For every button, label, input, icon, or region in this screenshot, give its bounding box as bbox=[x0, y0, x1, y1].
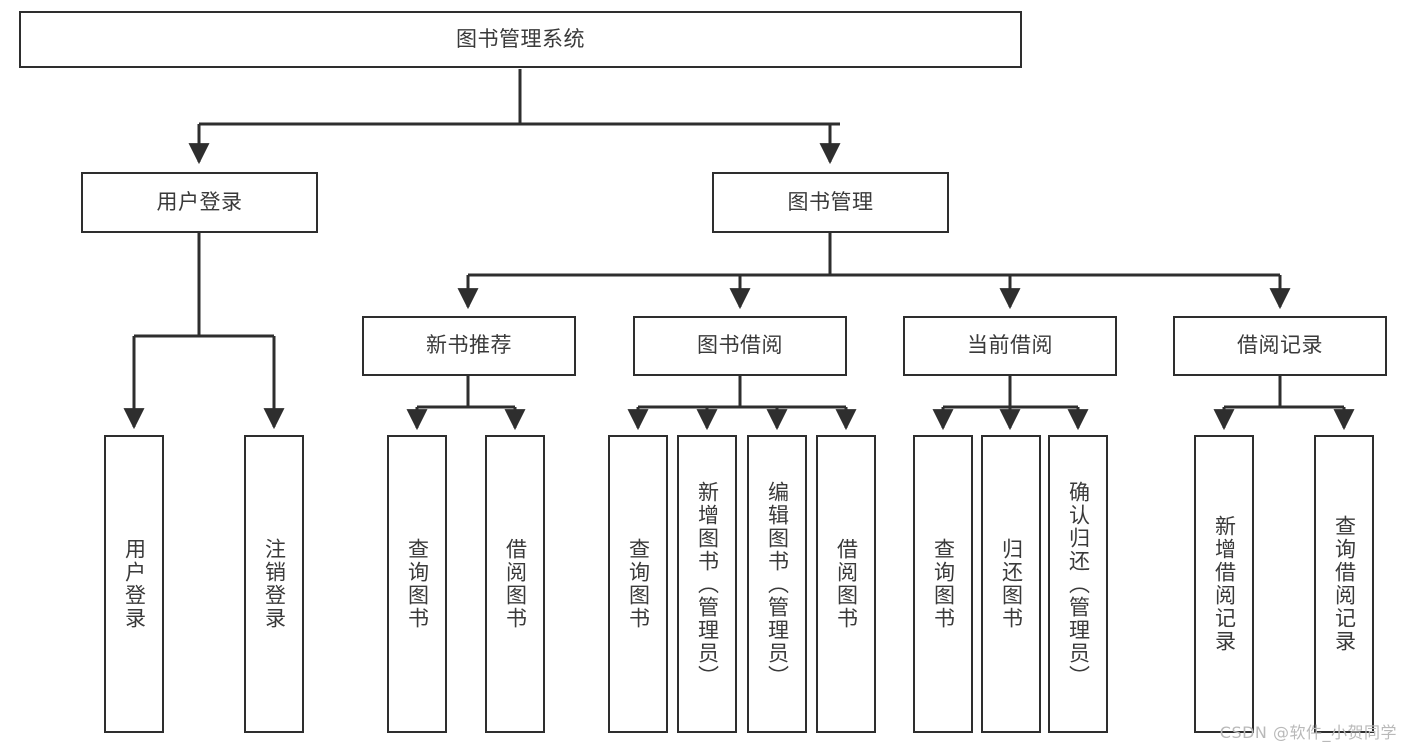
node-book-management[interactable]: 图书管理 bbox=[712, 172, 949, 233]
leaf-label: 注销登录 bbox=[262, 538, 287, 630]
leaf-label: 确认归还（管理员） bbox=[1066, 480, 1091, 688]
leaf-book-borrow-borrow[interactable]: 借阅图书 bbox=[816, 435, 876, 733]
node-user-login-label: 用户登录 bbox=[156, 189, 243, 214]
leaf-book-borrow-edit[interactable]: 编辑图书（管理员） bbox=[747, 435, 807, 733]
leaf-borrow-record-query[interactable]: 查询借阅记录 bbox=[1314, 435, 1374, 733]
leaf-label: 查询借阅记录 bbox=[1332, 515, 1357, 653]
leaf-user-login-logout[interactable]: 注销登录 bbox=[244, 435, 304, 733]
node-current-borrow[interactable]: 当前借阅 bbox=[903, 316, 1117, 376]
leaf-label: 新增借阅记录 bbox=[1212, 515, 1237, 653]
leaf-user-login-login[interactable]: 用户登录 bbox=[104, 435, 164, 733]
node-root[interactable]: 图书管理系统 bbox=[19, 11, 1022, 68]
leaf-borrow-record-add[interactable]: 新增借阅记录 bbox=[1194, 435, 1254, 733]
node-user-login[interactable]: 用户登录 bbox=[81, 172, 318, 233]
node-borrow-record-label: 借阅记录 bbox=[1237, 333, 1323, 358]
node-borrow-record[interactable]: 借阅记录 bbox=[1173, 316, 1387, 376]
leaf-label: 编辑图书（管理员） bbox=[765, 480, 790, 688]
leaf-label: 新增图书（管理员） bbox=[695, 480, 720, 688]
leaf-book-borrow-query[interactable]: 查询图书 bbox=[608, 435, 668, 733]
leaf-current-borrow-query[interactable]: 查询图书 bbox=[913, 435, 973, 733]
node-book-borrow-label: 图书借阅 bbox=[697, 333, 783, 358]
node-book-management-label: 图书管理 bbox=[787, 189, 874, 214]
leaf-label: 借阅图书 bbox=[503, 538, 528, 630]
node-new-book-recommend-label: 新书推荐 bbox=[426, 333, 512, 358]
node-current-borrow-label: 当前借阅 bbox=[967, 333, 1053, 358]
leaf-label: 用户登录 bbox=[122, 538, 147, 630]
leaf-book-borrow-add[interactable]: 新增图书（管理员） bbox=[677, 435, 737, 733]
node-root-label: 图书管理系统 bbox=[456, 26, 585, 51]
node-book-borrow[interactable]: 图书借阅 bbox=[633, 316, 847, 376]
leaf-label: 查询图书 bbox=[405, 538, 430, 630]
leaf-label: 查询图书 bbox=[931, 538, 956, 630]
leaf-current-borrow-confirm-return[interactable]: 确认归还（管理员） bbox=[1048, 435, 1108, 733]
leaf-label: 归还图书 bbox=[999, 538, 1024, 630]
leaf-new-book-borrow[interactable]: 借阅图书 bbox=[485, 435, 545, 733]
leaf-current-borrow-return[interactable]: 归还图书 bbox=[981, 435, 1041, 733]
leaf-label: 借阅图书 bbox=[834, 538, 859, 630]
leaf-label: 查询图书 bbox=[626, 538, 651, 630]
node-new-book-recommend[interactable]: 新书推荐 bbox=[362, 316, 576, 376]
leaf-new-book-query[interactable]: 查询图书 bbox=[387, 435, 447, 733]
